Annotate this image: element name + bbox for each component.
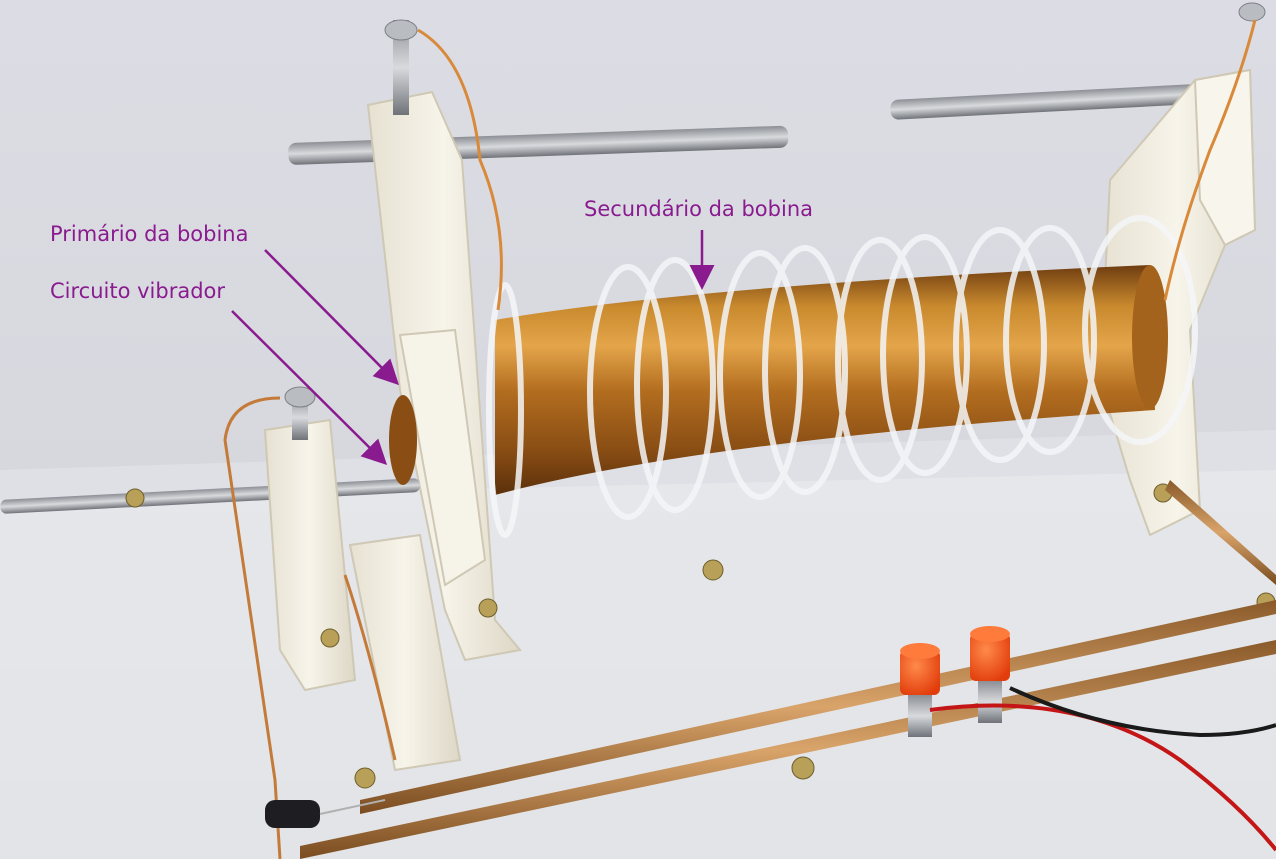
arrow-icon: [231, 310, 388, 466]
secondary-coil-label: Secundário da bobina: [584, 197, 814, 221]
arrow-icon: [264, 249, 400, 386]
vibrator-circuit-label: Circuito vibrador: [50, 279, 226, 303]
primary-coil-label: Primário da bobina: [50, 222, 249, 246]
